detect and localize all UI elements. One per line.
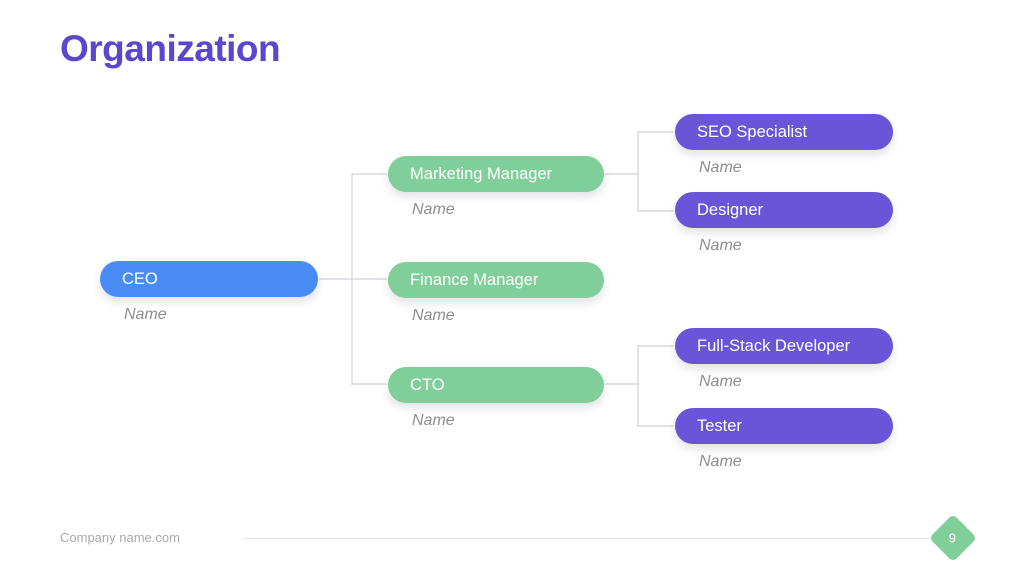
org-node-cto-name: Name (412, 412, 455, 429)
org-node-full-stack-developer[interactable]: Full-Stack Developer Name (675, 328, 893, 391)
org-node-full-stack-developer-pill[interactable]: Full-Stack Developer (675, 328, 893, 364)
org-node-ceo-name: Name (124, 306, 167, 323)
org-node-marketing-manager-title: Marketing Manager (410, 164, 553, 183)
org-node-ceo-pill[interactable]: CEO (100, 261, 318, 297)
org-node-seo-specialist-title: SEO Specialist (697, 122, 808, 141)
org-node-tester[interactable]: Tester Name (675, 408, 893, 471)
org-node-ceo-title: CEO (122, 269, 158, 288)
org-node-tester-name: Name (699, 453, 742, 470)
org-node-tester-pill[interactable]: Tester (675, 408, 893, 444)
org-node-finance-manager-title: Finance Manager (410, 270, 539, 289)
page-number-label: 9 (949, 530, 957, 546)
footer-company-name: Company name.com (60, 530, 180, 545)
org-node-tester-title: Tester (697, 416, 742, 435)
org-node-full-stack-developer-title: Full-Stack Developer (697, 336, 851, 355)
org-node-designer-name: Name (699, 237, 742, 254)
org-node-designer-title: Designer (697, 200, 764, 219)
org-node-designer-pill[interactable]: Designer (675, 192, 893, 228)
org-node-marketing-manager-pill[interactable]: Marketing Manager (388, 156, 604, 192)
page-number-badge: 9 (928, 513, 978, 563)
org-node-seo-specialist-pill[interactable]: SEO Specialist (675, 114, 893, 150)
org-node-marketing-manager-name: Name (412, 201, 455, 218)
org-node-cto-title: CTO (410, 375, 445, 394)
org-node-designer[interactable]: Designer Name (675, 192, 893, 255)
page-title: Organization (60, 28, 281, 69)
org-node-finance-manager-pill[interactable]: Finance Manager (388, 262, 604, 298)
org-node-seo-specialist-name: Name (699, 159, 742, 176)
org-node-marketing-manager[interactable]: Marketing Manager Name (388, 156, 604, 219)
org-node-ceo[interactable]: CEO Name (100, 261, 318, 324)
org-node-finance-manager-name: Name (412, 307, 455, 324)
org-chart: CEO Name Marketing Manager Name Finance … (100, 114, 893, 471)
org-node-finance-manager[interactable]: Finance Manager Name (388, 262, 604, 325)
footer-divider (243, 538, 933, 539)
org-node-seo-specialist[interactable]: SEO Specialist Name (675, 114, 893, 177)
org-node-cto[interactable]: CTO Name (388, 367, 604, 430)
org-node-cto-pill[interactable]: CTO (388, 367, 604, 403)
org-node-full-stack-developer-name: Name (699, 373, 742, 390)
